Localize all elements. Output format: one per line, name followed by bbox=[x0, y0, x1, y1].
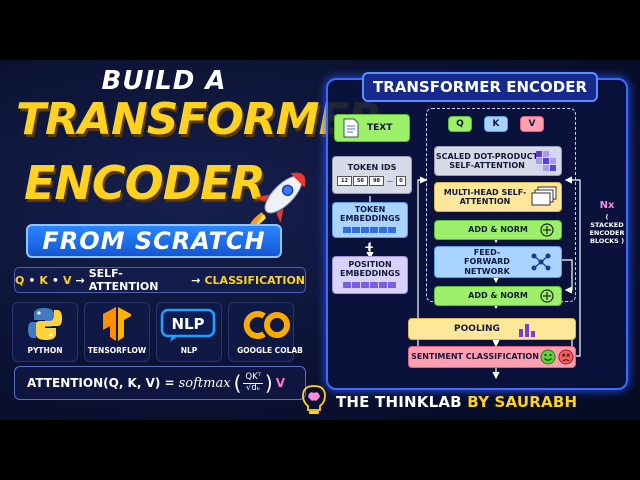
formula-denominator: √dₖ bbox=[245, 382, 261, 393]
bar-chart-icon bbox=[519, 324, 535, 337]
v-box: V bbox=[520, 116, 544, 132]
sentiment-label: SENTIMENT CLASSIFICATION bbox=[411, 352, 539, 362]
formula-paren-open: ( bbox=[233, 371, 242, 395]
token-ids-label: TOKEN IDS bbox=[347, 162, 397, 172]
formula-fraction: QKᵀ √dₖ bbox=[243, 372, 263, 393]
nx-label: Nx bbox=[599, 200, 615, 211]
ffn-label: FEED-FORWARD NETWORK bbox=[464, 248, 510, 276]
tensorflow-icon bbox=[103, 307, 131, 341]
token-embeddings-label: TOKEN EMBEDDINGS bbox=[340, 205, 401, 224]
pipeline-dot-1: • bbox=[28, 273, 36, 287]
pipeline-k: K bbox=[39, 273, 48, 287]
pipeline-arrow-1: → bbox=[75, 273, 85, 287]
ffn-box: FEED-FORWARD NETWORK bbox=[434, 246, 562, 278]
pipeline-step-classification: CLASSIFICATION bbox=[204, 273, 305, 287]
token-embeddings-box: TOKEN EMBEDDINGS bbox=[332, 202, 408, 238]
add-norm-box-2: ADD & NORM bbox=[434, 286, 562, 306]
title-transformer: TRANSFORMER bbox=[16, 94, 382, 145]
pipeline-v: V bbox=[62, 273, 72, 287]
svg-text:NLP: NLP bbox=[171, 315, 204, 333]
position-embeddings-label: POSITION EMBEDDINGS bbox=[340, 260, 401, 279]
from-scratch-banner: FROM SCRATCH bbox=[26, 224, 282, 258]
title-encoder: ENCODER bbox=[24, 156, 266, 210]
pipeline-strip: Q • K • V → SELF-ATTENTION → CLASSIFICAT… bbox=[14, 267, 306, 293]
nx-note: ( STACKED ENCODER BLOCKS ) bbox=[589, 212, 625, 245]
layers-icon bbox=[531, 186, 557, 206]
plus-circle-icon bbox=[540, 289, 554, 303]
brand-text: THE THINKLAB BY SAURABH bbox=[336, 393, 577, 411]
formula-lhs: ATTENTION(Q, K, V) = bbox=[27, 376, 175, 390]
document-icon bbox=[343, 118, 359, 138]
pipeline-dot-2: • bbox=[51, 273, 59, 287]
logo-label-tensorflow: TENSORFLOW bbox=[87, 346, 147, 355]
logo-tile-tensorflow bbox=[84, 302, 150, 362]
logo-label-python: PYTHON bbox=[27, 346, 63, 355]
token-id: 12 bbox=[337, 176, 352, 187]
position-embedding-cells bbox=[343, 281, 397, 290]
attention-matrix-icon bbox=[536, 151, 556, 171]
brand-by: BY SAURABH bbox=[467, 393, 578, 411]
text-input-box: TEXT bbox=[334, 114, 410, 142]
formula-paren-close: ) bbox=[264, 371, 273, 395]
plus-sign: + bbox=[364, 240, 375, 254]
token-id: ... bbox=[387, 178, 393, 185]
brand-name: THE THINKLAB bbox=[336, 393, 462, 411]
add-norm-box-1: ADD & NORM bbox=[434, 220, 562, 240]
mhsa-label: MULTI-HEAD SELF-ATTENTION bbox=[443, 187, 527, 206]
colab-icon bbox=[243, 311, 290, 339]
network-icon bbox=[531, 253, 551, 271]
q-box: Q bbox=[448, 116, 472, 132]
token-id: 0 bbox=[396, 176, 406, 187]
formula-softmax: softmax bbox=[178, 375, 231, 391]
add-norm-label-2: ADD & NORM bbox=[468, 291, 528, 301]
thumbnail-canvas: BUILD A TRANSFORMER ENCODER FROM SCRATCH… bbox=[0, 60, 640, 420]
pooling-label: POOLING bbox=[454, 323, 500, 334]
python-icon bbox=[28, 308, 62, 340]
diagram-title: TRANSFORMER ENCODER bbox=[362, 72, 598, 102]
formula-numerator: QKᵀ bbox=[243, 372, 263, 384]
nlp-icon: NLP bbox=[160, 308, 216, 342]
formula-rhs: V bbox=[275, 376, 286, 390]
letterbox-top bbox=[0, 0, 640, 60]
logo-label-nlp: NLP bbox=[180, 346, 198, 355]
token-id: 56 bbox=[353, 176, 368, 187]
position-embeddings-box: POSITION EMBEDDINGS bbox=[332, 256, 408, 294]
text-label: TEXT bbox=[367, 122, 393, 133]
sdpa-label: SCALED DOT-PRODUCT SELF-ATTENTION bbox=[435, 151, 539, 170]
title-build-a: BUILD A bbox=[101, 66, 227, 96]
token-id: 98 bbox=[369, 176, 384, 187]
pooling-box: POOLING bbox=[408, 318, 576, 340]
letterbox-bottom bbox=[0, 420, 640, 480]
sentiment-box: SENTIMENT CLASSIFICATION bbox=[408, 346, 576, 368]
sentiment-faces-icon bbox=[540, 349, 574, 365]
logo-label-colab: GOOGLE COLAB bbox=[237, 346, 303, 355]
k-box: K bbox=[484, 116, 508, 132]
pipeline-step-self-attention: SELF-ATTENTION bbox=[88, 267, 159, 293]
plus-circle-icon bbox=[540, 223, 554, 237]
nx-annotation: Nx ( STACKED ENCODER BLOCKS ) bbox=[588, 200, 626, 245]
token-embedding-cells bbox=[343, 226, 397, 235]
brain-bulb-icon bbox=[302, 385, 326, 414]
pipeline-arrow-2: → bbox=[191, 273, 201, 287]
add-norm-label-1: ADD & NORM bbox=[468, 225, 528, 235]
pipeline-q: Q bbox=[15, 273, 25, 287]
attention-formula: ATTENTION(Q, K, V) = softmax ( QKᵀ √dₖ )… bbox=[14, 366, 306, 400]
